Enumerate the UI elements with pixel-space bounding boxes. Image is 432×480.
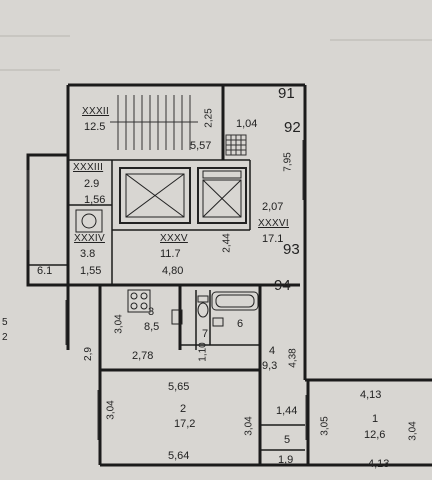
toilet-icon — [197, 295, 209, 318]
room-code-xxxv: XXXV — [160, 233, 188, 244]
dimension-1-44: 1,44 — [276, 405, 298, 417]
dimension-1-55: 1,55 — [80, 265, 102, 277]
dimension-1-56: 1,56 — [84, 194, 106, 206]
background-guides — [0, 35, 432, 71]
windows — [26, 140, 307, 440]
dimension-3-04-room1: 3,04 — [407, 421, 419, 441]
round-fixture-icon — [75, 209, 103, 233]
room-3-area: 8,5 — [144, 321, 160, 333]
room-area-xxxiii: 2.9 — [84, 178, 100, 190]
room-4-area: 9,3 — [262, 360, 278, 372]
stove-icon — [127, 289, 151, 313]
room-area-xxxvi: 17.1 — [262, 233, 284, 245]
sink-icon — [171, 309, 183, 325]
room-2-number: 2 — [180, 403, 187, 415]
apartment-number-92: 92 — [284, 119, 301, 136]
staircase — [110, 95, 198, 150]
dimension-5-57: 5,57 — [190, 140, 212, 152]
dimension-2-25: 2,25 — [203, 108, 215, 128]
dimension-3-04-kitchen: 3,04 — [113, 314, 125, 334]
room-3-number: 3 — [148, 306, 155, 318]
dimension-3-04-room2-right: 3,04 — [243, 416, 255, 436]
dimension-3-05: 3,05 — [319, 416, 331, 436]
room-1-area: 12,6 — [364, 429, 386, 441]
dimension-2-07: 2,07 — [262, 201, 284, 213]
dimension-1-10: 1,10 — [197, 342, 209, 362]
dimension-3-04-room2-left: 3,04 — [105, 400, 117, 420]
room-code-xxxiii: XXXIII — [73, 162, 104, 173]
interior-walls — [28, 159, 305, 451]
dimension-5-64: 5,64 — [168, 450, 190, 462]
dimension-2-78: 2,78 — [132, 350, 154, 362]
washbasin-icon — [212, 317, 224, 327]
room-code-xxxii: XXXII — [82, 106, 110, 117]
apartment-number-91: 91 — [278, 85, 295, 102]
dimension-4-13-top: 4,13 — [360, 389, 382, 401]
dimension-4-80: 4,80 — [162, 265, 184, 277]
dimension-7-95: 7,95 — [282, 152, 294, 172]
dimension-5-65: 5,65 — [168, 381, 190, 393]
room-code-xxxiv: XXXIV — [74, 233, 105, 244]
vent-grid — [225, 134, 247, 156]
room-5-number: 5 — [284, 434, 291, 446]
dimension-2-9: 2,9 — [82, 347, 94, 361]
margin-mark-2: 2 — [2, 332, 8, 343]
bathtub-icon — [211, 291, 259, 311]
building-walls — [26, 83, 432, 467]
dimension-4-13-bottom: 4,13 — [368, 458, 390, 470]
apartment-number-93: 93 — [283, 241, 300, 258]
room-area-xxxv: 11.7 — [160, 248, 181, 260]
dimension-6-1: 6.1 — [37, 265, 53, 277]
room-1-number: 1 — [372, 413, 379, 425]
room-area-xxxii: 12.5 — [84, 121, 106, 133]
apartment-number-94: 94 — [274, 277, 291, 294]
room-6-number: 6 — [237, 318, 244, 330]
dimension-4-38: 4,38 — [287, 348, 299, 368]
room-code-xxxvi: XXXVI — [258, 218, 289, 229]
room-7-number: 7 — [202, 328, 209, 340]
dimension-2-44: 2,44 — [221, 233, 233, 253]
room-2-area: 17,2 — [174, 418, 196, 430]
dimension-1-04: 1,04 — [236, 118, 258, 130]
elevator-shafts — [119, 167, 247, 224]
room-area-xxxiv: 3.8 — [80, 248, 96, 260]
room-5-area: 1,9 — [278, 454, 294, 466]
room-4-number: 4 — [269, 345, 276, 357]
margin-mark-5: 5 — [2, 317, 8, 328]
